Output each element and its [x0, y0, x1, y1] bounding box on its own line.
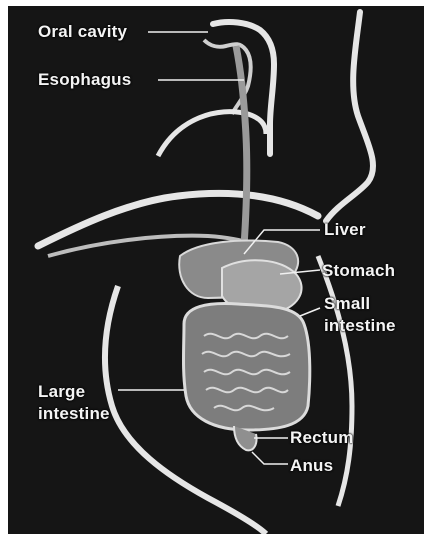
rectum-label: Rectum	[290, 428, 354, 447]
digestive-system-figure: Oral cavity Esophagus Liver Stomach Smal…	[8, 6, 424, 534]
liver-label: Liver	[324, 220, 366, 239]
oral-cavity-label: Oral cavity	[38, 22, 127, 41]
esophagus-label: Esophagus	[38, 70, 131, 89]
large-intestine-shape	[184, 304, 310, 430]
large-intestine-label-line1: Large	[38, 382, 85, 401]
large-intestine-label-line2: intestine	[38, 404, 110, 423]
small-intestine-label-line2: intestine	[324, 316, 396, 335]
small-intestine-label-line1: Small	[324, 294, 370, 313]
anus-label: Anus	[290, 456, 333, 475]
stomach-label: Stomach	[322, 261, 395, 280]
